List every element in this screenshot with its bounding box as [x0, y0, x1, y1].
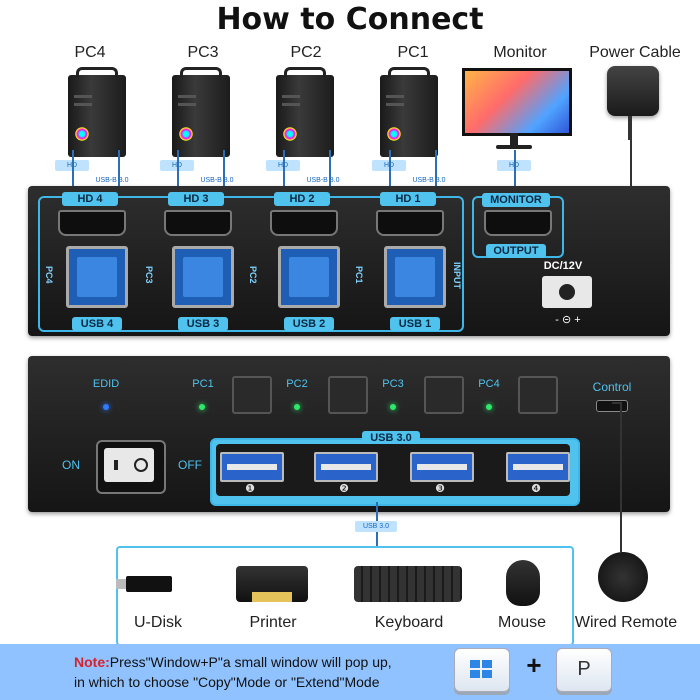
hdmi-port-3[interactable] — [164, 210, 232, 236]
usb-b-port-4[interactable] — [66, 246, 128, 308]
note-text-2: in which to choose "Copy"Mode or "Extend… — [74, 674, 380, 690]
pc3-select-button[interactable] — [424, 376, 464, 414]
hdmi-output-port[interactable] — [484, 210, 552, 236]
power-switch-icon[interactable] — [96, 440, 166, 494]
usb-port-number: ❸ — [435, 483, 445, 495]
pc1-led — [199, 404, 205, 410]
plus-sign: + — [526, 650, 542, 680]
mouse-icon — [506, 560, 540, 606]
printer-label: Printer — [249, 614, 297, 631]
monitor-port-label: MONITOR — [482, 193, 550, 207]
usb2-label: USB 2 — [284, 317, 334, 331]
dc-power-jack[interactable] — [542, 276, 592, 308]
cable-tag-usb-b: USB-B 3.0 — [412, 177, 446, 184]
usb-a-port-1[interactable] — [220, 452, 284, 482]
pc4-label: PC4 — [74, 44, 106, 61]
pc2-led-label: PC2 — [286, 378, 308, 390]
on-label: ON — [62, 458, 80, 472]
input-box — [38, 196, 464, 332]
usb-hub-label: USB 3.0 — [362, 431, 420, 445]
usb-port-number: ❶ — [245, 483, 255, 495]
cable-tag-usb3: USB 3.0 — [355, 521, 397, 532]
usb3-label: USB 3 — [178, 317, 228, 331]
usb-a-port-2[interactable] — [314, 452, 378, 482]
u-disk-label: U-Disk — [134, 614, 182, 631]
usb-a-port-4[interactable] — [506, 452, 570, 482]
edid-led — [103, 404, 109, 410]
pc1-tower-icon — [380, 67, 438, 157]
pc3-led-label: PC3 — [382, 378, 404, 390]
edid-label: EDID — [92, 378, 120, 390]
mouse-label: Mouse — [497, 614, 547, 631]
pc3-tower-icon — [172, 67, 230, 157]
pc1-select-button[interactable] — [232, 376, 272, 414]
pc4-side-label: PC4 — [44, 266, 54, 284]
power-cable-label: Power Cable — [589, 44, 681, 61]
usb-port-number: ❹ — [531, 483, 541, 495]
pc3-led — [390, 404, 396, 410]
off-label: OFF — [178, 458, 202, 472]
windows-key-icon — [454, 648, 510, 692]
usb-b-port-1[interactable] — [384, 246, 446, 308]
usb-b-port-2[interactable] — [278, 246, 340, 308]
hd2-label: HD 2 — [274, 192, 330, 206]
monitor-icon — [462, 68, 572, 136]
pc1-side-label: PC1 — [354, 266, 364, 284]
usb-b-port-3[interactable] — [172, 246, 234, 308]
note-text-1: Press"Window+P"a small window will pop u… — [109, 654, 392, 670]
pc2-select-button[interactable] — [328, 376, 368, 414]
polarity-symbol: - ⊝ + — [555, 314, 581, 326]
keyboard-label: Keyboard — [374, 614, 444, 631]
pc2-tower-icon — [276, 67, 334, 157]
note-line-1: Note:Press"Window+P"a small window will … — [74, 652, 494, 672]
usb4-label: USB 4 — [72, 317, 122, 331]
usb-port-number: ❷ — [339, 483, 349, 495]
pc1-label: PC1 — [397, 44, 429, 61]
wired-remote-icon[interactable] — [598, 552, 648, 602]
hd3-label: HD 3 — [168, 192, 224, 206]
control-label: Control — [592, 380, 632, 394]
pc2-side-label: PC2 — [248, 266, 258, 284]
pc2-label: PC2 — [290, 44, 322, 61]
printer-icon — [236, 566, 308, 602]
page-title: How to Connect — [216, 2, 484, 37]
usb-a-port-3[interactable] — [410, 452, 474, 482]
wired-remote-label: Wired Remote — [574, 614, 678, 631]
hdmi-port-4[interactable] — [58, 210, 126, 236]
hd4-label: HD 4 — [62, 192, 118, 206]
hdmi-port-2[interactable] — [270, 210, 338, 236]
cable-tag-usb-b: USB-B 3.0 — [200, 177, 234, 184]
pc4-tower-icon — [68, 67, 126, 157]
power-adapter-icon — [607, 66, 659, 116]
pc4-led-label: PC4 — [478, 378, 500, 390]
cable-tag-usb-b: USB-B 3.0 — [95, 177, 129, 184]
p-key-icon: P — [556, 648, 612, 692]
pc1-led-label: PC1 — [192, 378, 214, 390]
pc3-side-label: PC3 — [144, 266, 154, 284]
usb1-label: USB 1 — [390, 317, 440, 331]
pc3-label: PC3 — [187, 44, 219, 61]
keyboard-icon — [354, 566, 462, 602]
pc4-select-button[interactable] — [518, 376, 558, 414]
input-label: INPUT — [452, 261, 462, 289]
hd1-label: HD 1 — [380, 192, 436, 206]
pc4-led — [486, 404, 492, 410]
dc-label: DC/12V — [543, 260, 583, 272]
u-disk-icon — [116, 576, 172, 592]
monitor-label: Monitor — [493, 44, 547, 61]
output-label: OUTPUT — [486, 244, 546, 258]
note-prefix: Note: — [74, 654, 110, 670]
hdmi-port-1[interactable] — [376, 210, 444, 236]
cable-tag-usb-b: USB-B 3.0 — [306, 177, 340, 184]
pc2-led — [294, 404, 300, 410]
